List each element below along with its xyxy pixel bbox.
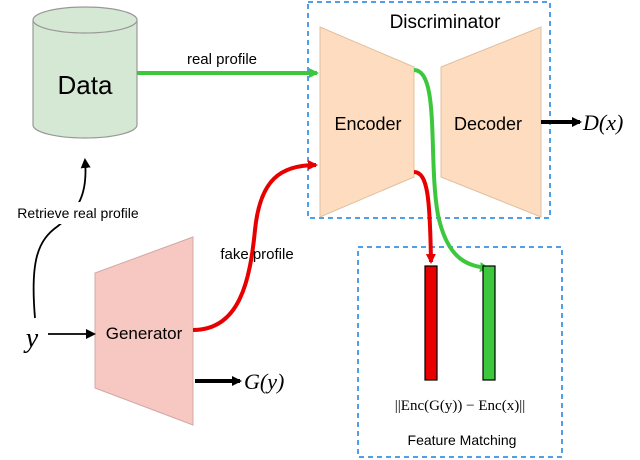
fake-feature-arrow	[413, 170, 436, 264]
real-feature-bar	[482, 265, 496, 381]
decoder-label: Decoder	[454, 114, 522, 134]
generator-label: Generator	[106, 324, 183, 343]
retrieve-arrow	[32, 158, 91, 319]
encoder-label: Encoder	[334, 114, 401, 134]
data-label: Data	[58, 70, 113, 100]
input-y: y	[23, 323, 39, 354]
encoder-block	[319, 26, 415, 218]
feature-matching-box	[357, 246, 563, 458]
fake-profile-arrow	[192, 160, 318, 332]
retrieve-label: Retrieve real profile	[17, 205, 139, 221]
fake-feature-bar	[424, 265, 438, 381]
discriminator-output-label: D(x)	[582, 110, 623, 135]
data-cylinder	[32, 6, 138, 139]
retrieve-label-bg	[0, 202, 160, 224]
real-feature-arrow	[413, 68, 490, 273]
discriminator-title: Discriminator	[390, 12, 502, 33]
generator-block	[94, 236, 194, 426]
feature-matching-formula: ||Enc(G(y)) − Enc(x)||	[395, 398, 525, 414]
real-profile-label: real profile	[187, 51, 257, 68]
decoder-block	[440, 26, 542, 218]
generator-output-label: G(y)	[244, 369, 284, 394]
fake-profile-label: fake profile	[220, 246, 293, 263]
feature-matching-title: Feature Matching	[408, 432, 517, 448]
